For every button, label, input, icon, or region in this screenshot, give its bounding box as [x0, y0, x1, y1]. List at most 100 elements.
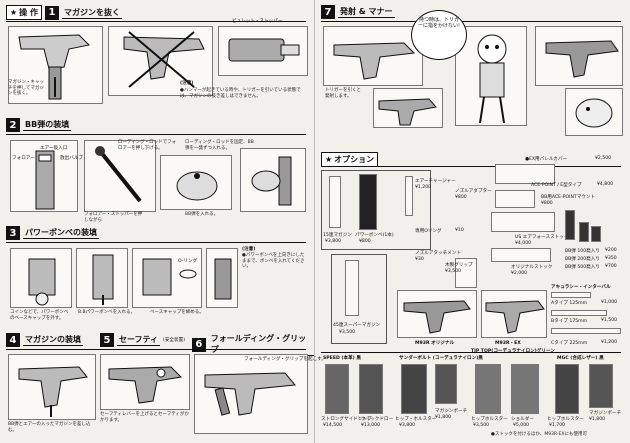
holster-speed-label: SPEED (本革) 黒	[323, 356, 361, 361]
air-charger-illustration	[405, 176, 413, 216]
option-item-price: ¥800	[541, 201, 553, 206]
bb-item: BB弾 500発入り	[565, 265, 600, 270]
divider	[6, 349, 306, 350]
insert-note: B.Bパワーボンベを入れる。	[78, 310, 136, 315]
magazine-15-illustration	[329, 176, 341, 228]
option-item-price: ¥10	[455, 228, 464, 233]
right-page: 7 発射 & マナー グリップ トリガーを引くと発射します。 持つ時は、トリガー…	[315, 0, 630, 443]
rod-lock-note: ローディング・ロッドを固定、BB弾を一発ずつ入れる。	[185, 140, 254, 151]
section-4-header: 4 マガジンの装填	[6, 333, 83, 347]
holster-price: ¥3,500	[473, 423, 490, 428]
note-title: (注意)	[180, 81, 194, 86]
safety-badge: (安全装置)	[163, 338, 186, 343]
step-title: 発射 & マナー	[338, 7, 395, 18]
step-number: 7	[321, 5, 335, 19]
option-item-price: ¥4,000	[515, 241, 532, 246]
holster-price: ¥3,800	[399, 423, 416, 428]
holster-illustration	[475, 364, 501, 414]
bb-pack-icon	[565, 210, 575, 240]
bb-loading-illustration	[160, 155, 232, 210]
cap-close-illustration	[206, 248, 238, 308]
holster-item: マガジンポーチ	[589, 411, 622, 416]
option-item-name: パワーボンベ(1本)	[355, 233, 394, 238]
divider	[6, 242, 306, 243]
step-title: マガジンを抜く	[61, 7, 122, 19]
step-number: 1	[44, 5, 59, 20]
note-title: (注意)	[242, 247, 256, 252]
mag-catch-note: マガジン・キャッチを押してマガジンを抜く。	[8, 80, 44, 97]
section-2-header: 2 BB弾の装填	[6, 118, 72, 132]
caution-note: ●ハンマーが起きている時や、トリガーを引いている状態では、マガジンの抜き差しはで…	[180, 88, 301, 99]
star-icon: ★	[325, 155, 333, 164]
divider	[6, 21, 306, 22]
step-title: フォールディング・グリップ	[208, 333, 314, 356]
bb-price: ¥350	[605, 256, 617, 261]
operation-header: ★ 操 作	[6, 5, 42, 20]
base-cap-note: ベースキャップを締める。	[150, 310, 204, 315]
wood-grip-illustration	[455, 258, 477, 288]
ace-point-illustration	[495, 190, 535, 208]
holster-illustration	[555, 364, 579, 414]
star-icon: ★	[10, 8, 18, 17]
m93r-original-illustration	[397, 290, 477, 338]
magazine-follower-illustration	[10, 140, 78, 212]
holster-mgc-label: MGC (合成レザー) 黒	[557, 356, 604, 361]
option-item-name: 15連マガジン	[323, 233, 352, 238]
air-intake-label: エアー吸入口	[40, 146, 68, 151]
step-number: 5	[100, 333, 114, 347]
option-item-price: ¥2,500	[595, 156, 612, 161]
bb-pack-icon	[591, 226, 601, 242]
step-number: 2	[6, 118, 20, 132]
divider	[321, 166, 621, 167]
pellet-stopper-illustration	[218, 26, 308, 76]
option-item-price: ¥1,200	[415, 185, 432, 190]
holster-item: ヒップホルスター	[471, 417, 508, 422]
holster-illustration	[359, 364, 383, 414]
section-1-header: ★ 操 作 1 マガジンを抜く	[6, 5, 122, 20]
oring-label: O-リング	[178, 259, 198, 264]
option-item-price: ¥800	[359, 239, 371, 244]
follower-stopper-note: フォロアー・ストッパーを押しながら	[84, 212, 143, 223]
left-page: ★ 操 作 1 マガジンを抜く ビュレット・ストッパー マガジン・キャッチを押し…	[6, 0, 326, 443]
interval-a-illustration	[551, 292, 591, 298]
holster-illustration	[325, 364, 349, 414]
follower-label: フォロアー	[12, 156, 35, 161]
af-stock-illustration	[491, 212, 555, 232]
dog-mascot-illustration	[565, 88, 623, 136]
option-item-price: ¥800	[455, 195, 467, 200]
holster-price: ¥1,800	[589, 417, 606, 422]
mag-pouch-illustration	[435, 364, 457, 404]
option-item-name: ACE-POINT / E型タイプ	[531, 183, 582, 188]
bb-item: BB弾 100発入り	[565, 249, 600, 254]
step-title: パワーボンベの装填	[23, 228, 99, 239]
section-7-header: 7 発射 & マナー	[321, 5, 395, 19]
option-item-name: エアーチャージャー	[415, 179, 456, 184]
m93r-ex-illustration	[481, 290, 547, 338]
fold-grip-label: フォールディング・グリップを起こす。	[244, 357, 326, 362]
pellet-stopper-label: ビュレット・ストッパー	[232, 19, 283, 24]
bombe-caution-note: ●パワーボンベを上向きにしたままで、ボンベを入れてください。	[242, 253, 305, 270]
bb-load-note: BB弾を入れる。	[185, 212, 219, 217]
divider	[321, 352, 621, 353]
accuracy-price: ¥1,200	[601, 340, 618, 345]
step-number: 4	[6, 333, 20, 347]
accuracy-type: Cタイプ 225mm	[551, 341, 588, 346]
holster-price: ¥5,000	[513, 423, 530, 428]
holster-item: ヒップホルスター	[547, 417, 584, 422]
option-item-name: US エアフォースストック	[515, 235, 569, 240]
interval-c-illustration	[551, 328, 621, 334]
coin-note: コインなどで、パワーボンベのベースキャップを外す。	[10, 310, 69, 321]
oring-illustration	[132, 248, 202, 308]
safety-note: セーフティレバーを上げるとセーフティがかかります。	[100, 412, 189, 423]
safety-lever-illustration	[100, 354, 190, 410]
option-item-name: 専用Oリング	[415, 229, 442, 234]
trigger-note: トリガーを引くと発射します。	[325, 88, 361, 99]
option-item-price: ¥3,800	[325, 239, 342, 244]
section-5-header: 5 セーフティ (安全装置)	[100, 333, 185, 347]
option-item-name: 45連スーパーマガジン	[333, 323, 381, 328]
option-item-name: 木製グリップ	[445, 263, 473, 268]
firing-hand-illustration	[373, 88, 443, 128]
bombe-insert-illustration	[76, 248, 128, 308]
option-item-name: ノズルアタッチメント	[415, 251, 461, 256]
shoulder-holster-illustration	[511, 364, 539, 414]
